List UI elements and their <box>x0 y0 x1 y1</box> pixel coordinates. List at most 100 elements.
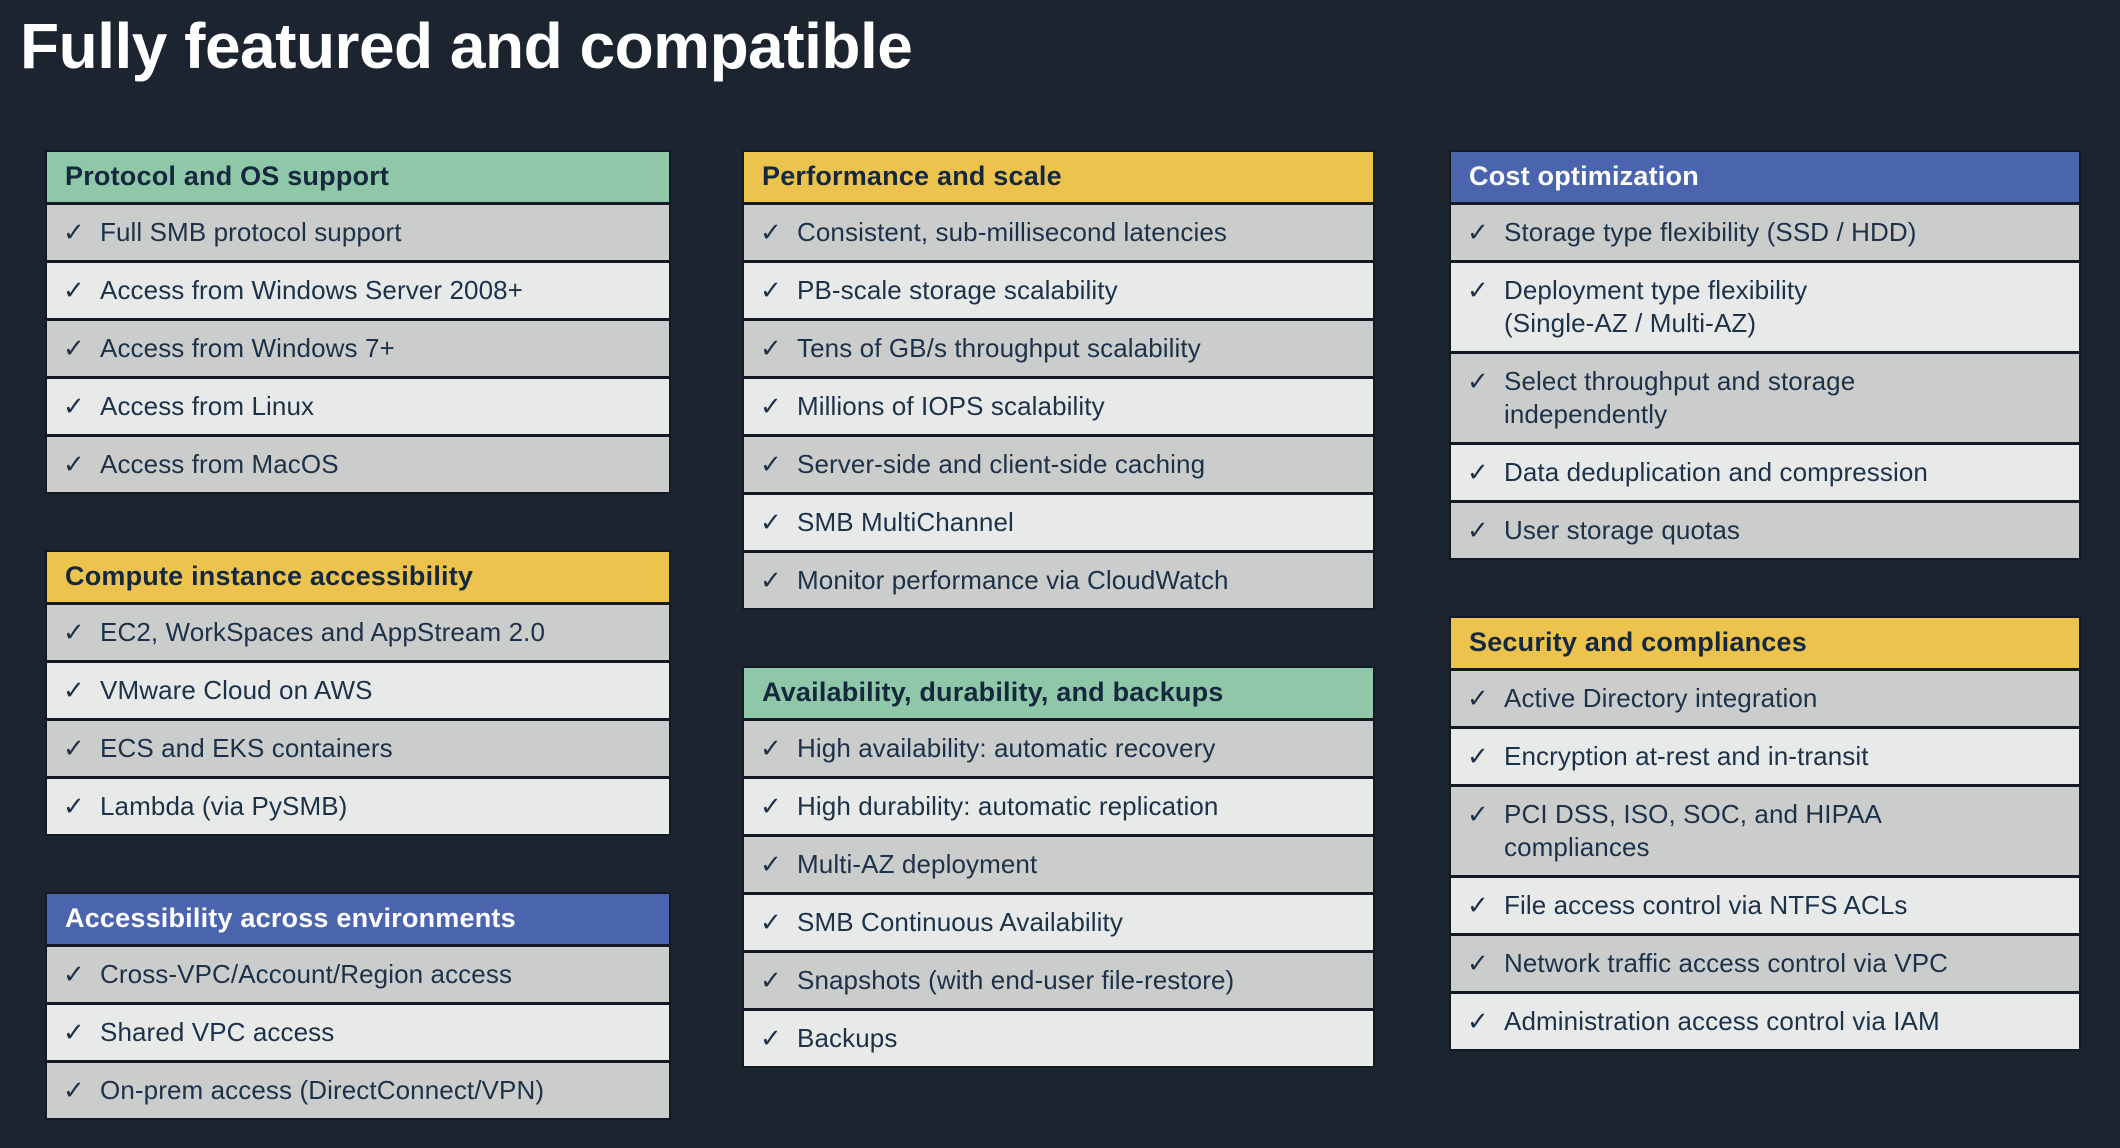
feature-text: Full SMB protocol support <box>100 216 402 247</box>
checkmark-icon: ✓ <box>63 1074 85 1105</box>
feature-text: Consistent, sub-millisecond latencies <box>797 216 1228 247</box>
checkmark-icon: ✓ <box>1467 514 1489 545</box>
feature-text: Select throughput and storage independen… <box>1504 365 1856 429</box>
feature-row: ✓Shared VPC access <box>47 1004 669 1060</box>
checkmark-icon: ✓ <box>63 448 85 479</box>
feature-text: Monitor performance via CloudWatch <box>797 564 1229 595</box>
feature-text: Lambda (via PySMB) <box>100 790 348 821</box>
feature-card: Accessibility across environments✓Cross-… <box>45 891 671 1120</box>
feature-row: ✓High durability: automatic replication <box>744 778 1373 834</box>
checkmark-icon: ✓ <box>760 332 782 363</box>
checkmark-icon: ✓ <box>1467 682 1489 713</box>
feature-card: Performance and scale ✓ Consistent, sub-mi… <box>742 149 1375 610</box>
feature-text: PCI DSS, ISO, SOC, and HIPAA compliances <box>1504 798 1882 862</box>
feature-text: Server-side and client-side caching <box>797 448 1206 479</box>
feature-row: ✓SMB Continuous Availability <box>744 894 1373 950</box>
card-header: Performance and scale <box>744 151 1373 202</box>
slide: Fully featured and compatible Protocol a… <box>20 10 2120 1120</box>
checkmark-icon: ✓ <box>63 332 85 363</box>
checkmark-icon: ✓ <box>760 448 782 479</box>
feature-row: ✓Access from Windows Server 2008+ <box>47 262 669 318</box>
feature-row: ✓VMware Cloud on AWS <box>47 662 669 718</box>
checkmark-icon: ✓ <box>63 390 85 421</box>
feature-text: Encryption at-rest and in-transit <box>1504 740 1869 771</box>
feature-text: Deployment type flexibility (Single-AZ /… <box>1504 274 1808 338</box>
feature-row: ✓ User storage quotas <box>1451 502 2079 558</box>
feature-text: VMware Cloud on AWS <box>100 674 373 705</box>
feature-row: ✓ Lambda (via PySMB) <box>47 778 669 834</box>
feature-column: Performance and scale ✓ Consistent, sub-mi… <box>742 149 1375 1068</box>
feature-row: ✓ PCI DSS, ISO, SOC, and HIPAA compliance… <box>1451 786 2079 875</box>
feature-column: Cost optimization✓Storage type flexibili… <box>1449 149 2081 1051</box>
checkmark-icon: ✓ <box>63 616 85 647</box>
checkmark-icon: ✓ <box>760 906 782 937</box>
feature-text: EC2, WorkSpaces and AppStream 2.0 <box>100 616 546 647</box>
feature-row: ✓ Network traffic access control via VPC <box>1451 935 2079 991</box>
feature-row: ✓PB-scale storage scalability <box>744 262 1373 318</box>
feature-text: Backups <box>797 1022 898 1053</box>
feature-row: ✓ECS and EKS containers <box>47 720 669 776</box>
checkmark-icon: ✓ <box>1467 889 1489 920</box>
feature-text: Storage type flexibility (SSD / HDD) <box>1504 216 1917 247</box>
feature-text: Access from MacOS <box>100 448 339 479</box>
feature-row: ✓ EC2, WorkSpaces and AppStream 2.0 <box>47 604 669 660</box>
page-title: Fully featured and compatible <box>20 10 913 82</box>
feature-text: PB-scale storage scalability <box>797 274 1118 305</box>
feature-text: Active Directory integration <box>1504 682 1818 713</box>
checkmark-icon: ✓ <box>760 964 782 995</box>
feature-row: ✓Millions of IOPS scalability <box>744 378 1373 434</box>
feature-columns: Protocol and OS support✓Full SMB protoco… <box>45 149 2120 1120</box>
checkmark-icon: ✓ <box>1467 947 1489 978</box>
checkmark-icon: ✓ <box>63 958 85 989</box>
feature-row: ✓ Monitor performance via CloudWatch <box>744 552 1373 608</box>
checkmark-icon: ✓ <box>760 216 782 247</box>
checkmark-icon: ✓ <box>760 564 782 595</box>
feature-row: ✓File access control via NTFS ACLs <box>1451 877 2079 933</box>
checkmark-icon: ✓ <box>63 216 85 247</box>
feature-text: On-prem access (DirectConnect/VPN) <box>100 1074 545 1105</box>
feature-card: Cost optimization✓Storage type flexibili… <box>1449 149 2081 560</box>
checkmark-icon: ✓ <box>63 1016 85 1047</box>
feature-card: Protocol and OS support✓Full SMB protoco… <box>45 149 671 494</box>
feature-card: Security and compliances ✓ Active Director… <box>1449 615 2081 1051</box>
feature-row: ✓Multi-AZ deployment <box>744 836 1373 892</box>
feature-row: ✓ Access from MacOS <box>47 436 669 492</box>
feature-row: ✓Cross-VPC/Account/Region access <box>47 946 669 1002</box>
feature-text: ECS and EKS containers <box>100 732 393 763</box>
feature-row: ✓ Consistent, sub-millisecond latencies <box>744 204 1373 260</box>
feature-text: Multi-AZ deployment <box>797 848 1038 879</box>
feature-row: ✓Storage type flexibility (SSD / HDD) <box>1451 204 2079 260</box>
feature-row: ✓ Full SMB protocol support <box>47 204 669 260</box>
feature-row: ✓Data deduplication and compression <box>1451 444 2079 500</box>
feature-text: Administration access control via IAM <box>1504 1005 1940 1036</box>
feature-text: SMB MultiChannel <box>797 506 1014 537</box>
checkmark-icon: ✓ <box>1467 798 1489 829</box>
feature-text: User storage quotas <box>1504 514 1741 545</box>
feature-row: ✓ Active Directory integration <box>1451 670 2079 726</box>
feature-text: Network traffic access control via VPC <box>1504 947 1949 978</box>
card-header: Cost optimization <box>1451 151 2079 202</box>
checkmark-icon: ✓ <box>1467 1005 1489 1036</box>
card-header: Security and compliances <box>1451 617 2079 668</box>
feature-card: Availability, durability, and backups✓Hi… <box>742 665 1375 1068</box>
feature-row: ✓ Select throughput and storage independe… <box>1451 353 2079 442</box>
feature-row: ✓ Server-side and client-side caching <box>744 436 1373 492</box>
card-header: Compute instance accessibility <box>47 551 669 602</box>
checkmark-icon: ✓ <box>63 790 85 821</box>
feature-text: High durability: automatic replication <box>797 790 1219 821</box>
feature-row: ✓Tens of GB/s throughput scalability <box>744 320 1373 376</box>
feature-text: Access from Windows 7+ <box>100 332 395 363</box>
feature-column: Protocol and OS support✓Full SMB protoco… <box>45 149 671 1120</box>
feature-text: Access from Linux <box>100 390 315 421</box>
checkmark-icon: ✓ <box>1467 365 1489 396</box>
feature-text: Snapshots (with end-user file-restore) <box>797 964 1235 995</box>
feature-text: Access from Windows Server 2008+ <box>100 274 523 305</box>
feature-card: Compute instance accessibility ✓ EC2, Work… <box>45 549 671 836</box>
card-header: Accessibility across environments <box>47 893 669 944</box>
feature-text: Millions of IOPS scalability <box>797 390 1105 421</box>
feature-text: High availability: automatic recovery <box>797 732 1216 763</box>
feature-row: ✓Backups <box>744 1010 1373 1066</box>
feature-row: ✓SMB MultiChannel <box>744 494 1373 550</box>
checkmark-icon: ✓ <box>760 732 782 763</box>
feature-row: ✓ Access from Linux <box>47 378 669 434</box>
